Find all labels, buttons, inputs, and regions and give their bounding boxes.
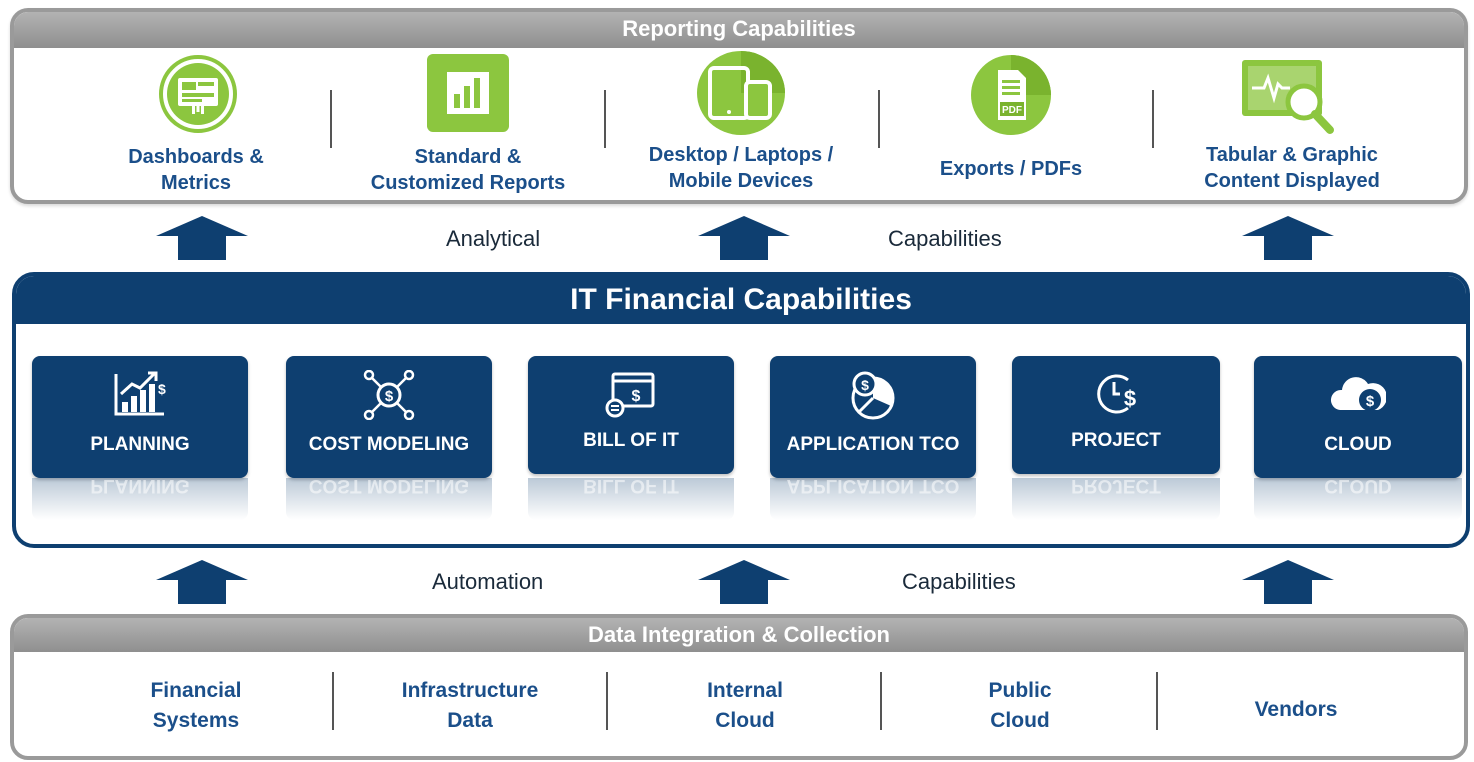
report-item-tabular: Tabular & Graphic Content Displayed [1180, 142, 1404, 194]
tile-bill-of-it[interactable]: $ BILL OF IT [528, 356, 734, 474]
reporting-capabilities-title: Reporting Capabilities [14, 12, 1464, 48]
data-item-public-line1: Public [988, 679, 1052, 702]
data-item-financial-systems: Financial Systems [96, 676, 296, 736]
report-item-standard-line1: Standard & [414, 146, 522, 168]
tile-planning[interactable]: $ PLANNING [32, 356, 248, 478]
automation-label: Automation [432, 569, 544, 594]
tile-cloud-label: CLOUD [1324, 434, 1392, 455]
tile-bill-of-it-label: BILL OF IT [583, 430, 679, 451]
report-item-exports-line1: Exports / PDFs [939, 158, 1083, 180]
tile-reflection-text: COST MODELING [308, 478, 470, 496]
reporting-capabilities-panel: Reporting Capabilities [10, 8, 1468, 204]
tile-reflection: BILL OF IT [528, 478, 734, 520]
tile-reflection-text: PROJECT [1071, 478, 1161, 496]
data-item-infrastructure: Infrastructure Data [370, 676, 570, 736]
tile-planning-label: PLANNING [90, 434, 190, 455]
dashboard-icon [158, 54, 238, 134]
report-divider [1152, 90, 1154, 148]
svg-text:$: $ [385, 388, 394, 405]
it-financial-capabilities-title: IT Financial Capabilities [16, 276, 1466, 324]
it-financial-capabilities-panel: IT Financial Capabilities [12, 272, 1470, 548]
planning-chart-icon: $ [112, 370, 168, 423]
data-item-internal-line2: Cloud [715, 709, 775, 732]
data-item-internal-cloud: Internal Cloud [645, 676, 845, 736]
data-item-financial-line1: Financial [150, 679, 242, 702]
tile-reflection: APPLICATION TCO [770, 478, 976, 520]
tile-reflection-text: PLANNING [90, 478, 190, 496]
report-item-dashboards-line1: Dashboards & [128, 146, 264, 168]
svg-text:$: $ [861, 377, 869, 393]
pdf-icon: PDF [970, 54, 1052, 136]
up-arrow-icon [1242, 216, 1334, 260]
analytical-label: Analytical [446, 226, 541, 251]
report-item-devices: Desktop / Laptops / Mobile Devices [624, 142, 858, 194]
magnifier-chart-icon [1242, 58, 1338, 138]
tile-application-tco-label: APPLICATION TCO [786, 434, 960, 455]
tile-reflection-text: APPLICATION TCO [786, 478, 960, 496]
report-item-exports: Exports / PDFs [916, 156, 1106, 182]
tile-reflection-text: CLOUD [1324, 478, 1392, 496]
data-item-public-line2: Cloud [990, 709, 1050, 732]
bar-chart-icon [427, 54, 509, 132]
devices-icon [696, 50, 786, 136]
data-divider [1156, 672, 1158, 730]
report-divider [604, 90, 606, 148]
tile-reflection: CLOUD [1254, 478, 1462, 520]
tile-reflection: COST MODELING [286, 478, 492, 520]
up-arrow-icon [156, 216, 248, 260]
pie-dollar-icon: $ [845, 370, 901, 427]
automation-capabilities-label: Capabilities [902, 569, 1016, 594]
data-integration-panel: Data Integration & Collection [10, 614, 1468, 760]
data-item-infrastructure-line1: Infrastructure [401, 679, 539, 702]
up-arrow-icon [698, 216, 790, 260]
data-item-infrastructure-line2: Data [447, 709, 493, 732]
cloud-dollar-icon: $ [1330, 370, 1387, 423]
data-divider [880, 672, 882, 730]
svg-text:$: $ [1366, 393, 1375, 410]
tile-reflection: PROJECT [1012, 478, 1220, 520]
clock-dollar-icon: $ [1088, 370, 1144, 423]
tile-application-tco[interactable]: $ APPLICATION TCO [770, 356, 976, 478]
tile-project-label: PROJECT [1071, 430, 1161, 451]
svg-text:PDF: PDF [1002, 105, 1022, 116]
svg-text:$: $ [632, 388, 641, 405]
bill-icon: $ [603, 370, 659, 423]
data-item-vendors: Vendors [1196, 695, 1396, 725]
tile-reflection: PLANNING [32, 478, 248, 520]
report-item-tabular-line1: Tabular & Graphic [1206, 144, 1378, 166]
report-item-devices-line1: Desktop / Laptops / [648, 144, 834, 166]
report-item-standard-reports: Standard & Customized Reports [350, 144, 586, 196]
data-item-financial-line2: Systems [152, 709, 240, 732]
tile-cost-modeling-label: COST MODELING [308, 434, 470, 455]
svg-text:$: $ [1124, 386, 1136, 411]
data-integration-title: Data Integration & Collection [14, 618, 1464, 652]
report-item-devices-line2: Mobile Devices [668, 170, 814, 192]
report-item-standard-line2: Customized Reports [370, 172, 566, 194]
cost-network-icon: $ [361, 369, 417, 425]
tile-project[interactable]: $ PROJECT [1012, 356, 1220, 474]
up-arrow-icon [1242, 560, 1334, 604]
up-arrow-icon [698, 560, 790, 604]
data-item-internal-line1: Internal [707, 679, 783, 702]
tile-cloud[interactable]: $ CLOUD [1254, 356, 1462, 478]
data-item-vendors-line1: Vendors [1254, 698, 1338, 721]
tile-reflection-text: BILL OF IT [583, 478, 679, 496]
analytical-capabilities-label: Capabilities [888, 226, 1002, 251]
up-arrow-icon [156, 560, 248, 604]
report-item-dashboards: Dashboards & Metrics [96, 144, 296, 196]
svg-text:$: $ [158, 381, 166, 397]
report-item-dashboards-line2: Metrics [160, 172, 232, 194]
report-divider [330, 90, 332, 148]
report-divider [878, 90, 880, 148]
report-item-tabular-line2: Content Displayed [1204, 170, 1380, 192]
data-divider [606, 672, 608, 730]
data-divider [332, 672, 334, 730]
data-item-public-cloud: Public Cloud [920, 676, 1120, 736]
tile-cost-modeling[interactable]: $ COST MODELING [286, 356, 492, 478]
